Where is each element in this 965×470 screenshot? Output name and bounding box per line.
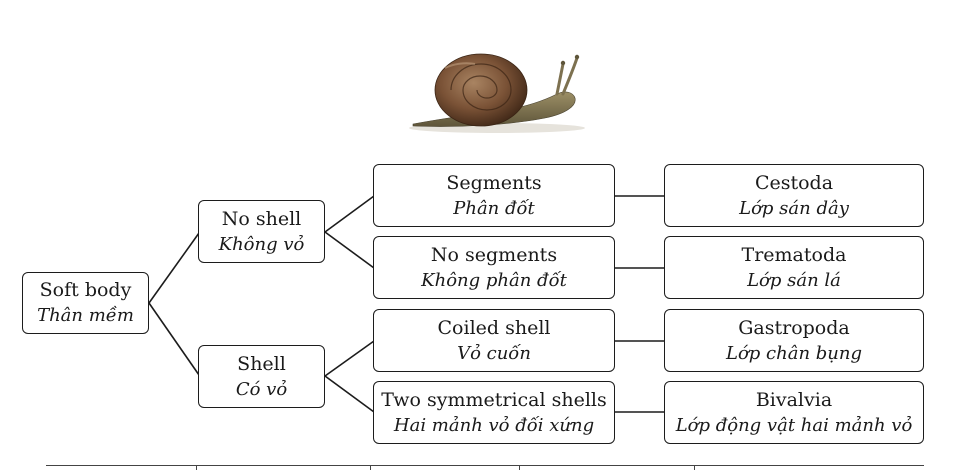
node-label-en: Coiled shell [437,316,551,339]
node-label-en: No segments [430,243,558,266]
node-label-vi: Lớp động vật hai mảnh vỏ [675,414,913,436]
node-shell: Shell Có vỏ [198,345,325,408]
node-label-en: Gastropoda [738,316,850,339]
table-column-divider [370,465,371,470]
node-two-shells: Two symmetrical shells Hai mảnh vỏ đối x… [373,381,615,444]
connector-shell-coiled [324,340,375,377]
node-label-vi: Vỏ cuốn [457,342,531,364]
node-no-shell: No shell Không vỏ [198,200,325,263]
node-label-vi: Có vỏ [235,378,288,400]
node-label-en: Segments [446,171,542,194]
node-label-vi: Lớp chân bụng [726,342,862,364]
snail-illustration [409,53,585,133]
node-label-en: Shell [237,352,286,375]
node-segments: Segments Phân đốt [373,164,615,227]
connector-shell-twoshells [324,375,375,413]
node-label-en: Two symmetrical shells [381,388,607,411]
node-label-en: No shell [221,207,302,230]
node-trematoda: Trematoda Lớp sán lá [664,236,924,299]
node-label-en: Cestoda [754,171,834,194]
table-column-divider [519,465,520,470]
node-label-vi: Thân mềm [37,305,134,326]
node-bivalvia: Bivalvia Lớp động vật hai mảnh vỏ [664,381,924,444]
table-column-divider [694,465,695,470]
node-label-vi: Hai mảnh vỏ đối xứng [393,414,595,436]
node-label-vi: Không vỏ [218,233,305,255]
table-top-rule [46,465,924,466]
node-label-vi: Lớp sán lá [747,269,841,291]
table-column-divider [196,465,197,470]
connector-noshell-nosegments [324,231,375,269]
node-label-vi: Phân đốt [453,197,535,219]
node-coiled-shell: Coiled shell Vỏ cuốn [373,309,615,372]
connector-softbody-noshell [148,232,200,304]
node-label-en: Bivalvia [755,388,833,411]
node-soft-body: Soft body Thân mềm [22,272,149,334]
node-cestoda: Cestoda Lớp sán dây [664,164,924,227]
node-label-vi: Lớp sán dây [739,197,849,219]
connector-softbody-shell [148,302,200,376]
node-gastropoda: Gastropoda Lớp chân bụng [664,309,924,372]
node-label-en: Soft body [39,279,132,301]
node-label-en: Trematoda [741,243,847,266]
connector-noshell-segments [324,195,375,233]
node-label-vi: Không phân đốt [421,269,567,291]
node-no-segments: No segments Không phân đốt [373,236,615,299]
